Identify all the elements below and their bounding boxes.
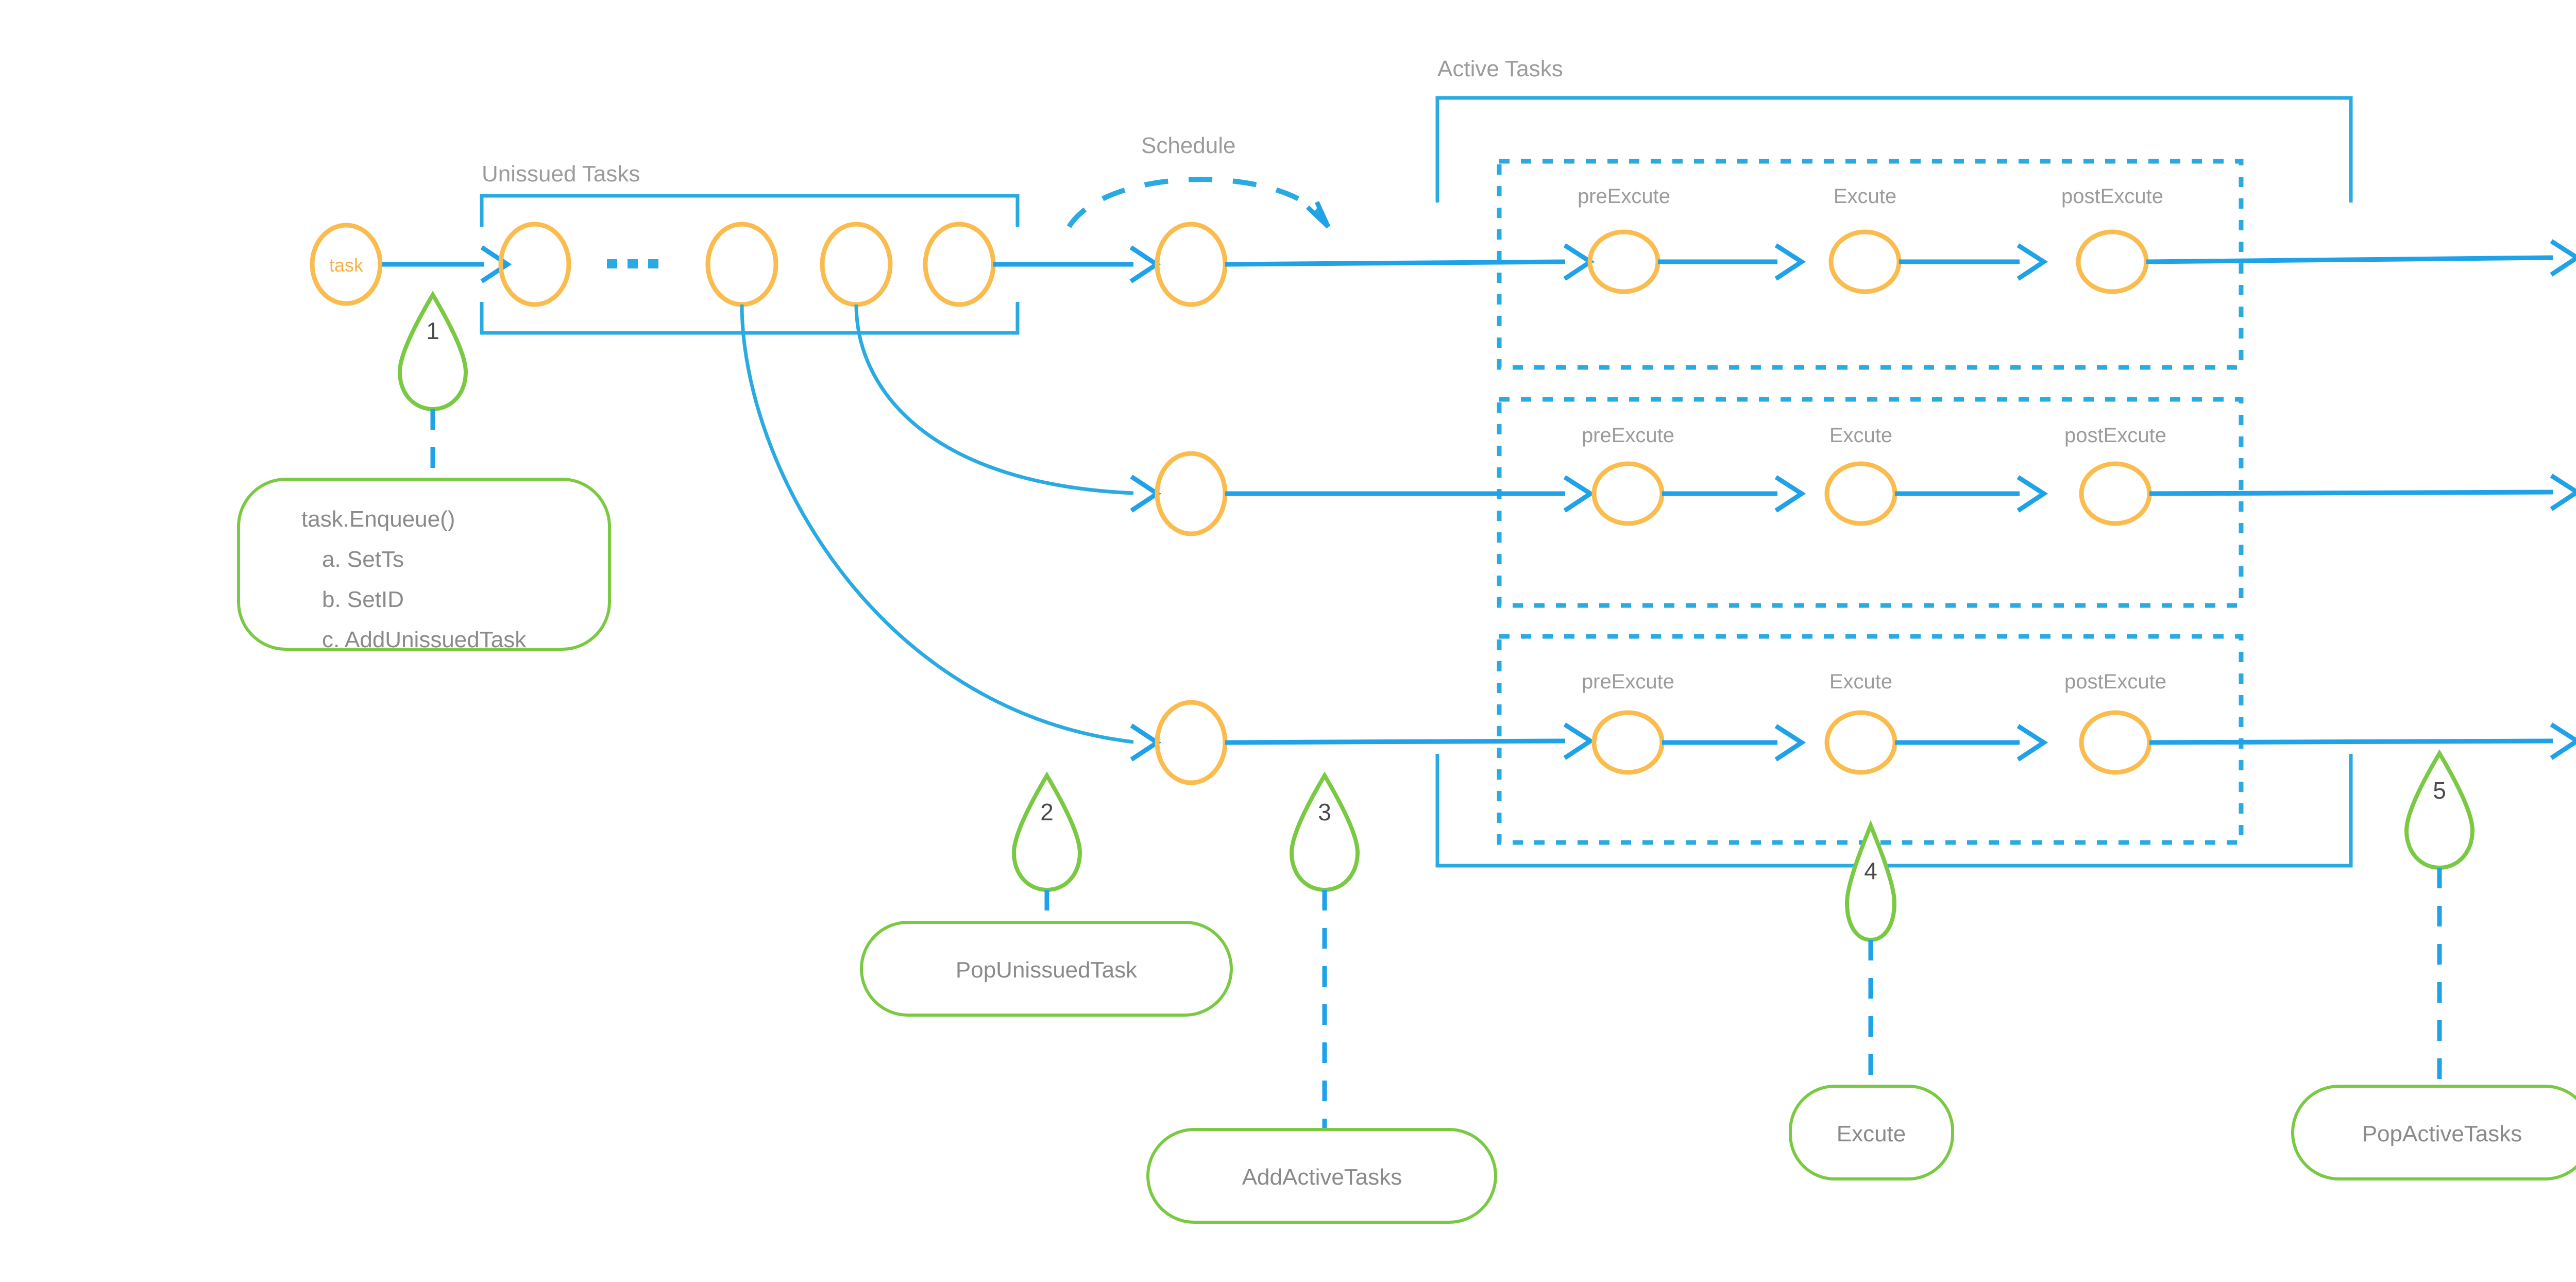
pin-1-number: 1 [426, 317, 439, 344]
pop-unissued-task-callout[interactable]: PopUnissuedTask [860, 921, 1233, 1017]
source-task-node[interactable]: task [310, 223, 383, 306]
active-tasks-bracket [1435, 96, 2353, 868]
row-1: preExcute Excute postExcute [1155, 159, 2576, 370]
arrow-queue-to-row1-start [993, 245, 1161, 283]
row2-postexcute-label: postExcute [2064, 424, 2166, 447]
row3-stage-preexcute[interactable]: preExcute [1582, 670, 1674, 775]
active-tasks-label: Active Tasks [1437, 56, 1563, 81]
task-enqueue-callout[interactable]: task.Enqueue() a. SetTs b. SetID c. AddU… [237, 478, 611, 652]
row3-excute-label: Excute [1829, 670, 1892, 693]
row-3: preExcute Excute postExcute [1155, 634, 2576, 845]
row3-stage-box [1497, 634, 2244, 845]
curve-queue3-to-row2 [854, 304, 1162, 513]
add-active-tasks-label: AddActiveTasks [1242, 1165, 1402, 1190]
add-active-tasks-callout[interactable]: AddActiveTasks [1146, 1128, 1497, 1224]
row3-start-node[interactable] [1155, 700, 1228, 785]
pin-2[interactable]: 2 [1011, 771, 1082, 892]
excute-callout[interactable]: Excute [1789, 1085, 1954, 1180]
row1-stage-preexcute[interactable]: preExcute [1578, 185, 1670, 294]
curve-queue2-to-row3 [740, 304, 1162, 762]
row1-postexcute-label: postExcute [2061, 185, 2163, 208]
queue-node-2[interactable] [705, 222, 778, 307]
row2-stage-postexcute[interactable]: postExcute [2064, 424, 2166, 526]
excute-label: Excute [1837, 1121, 1906, 1146]
queue-node-4[interactable] [923, 222, 996, 307]
row1-stage-postexcute[interactable]: postExcute [2061, 185, 2163, 294]
schedule-arc [1066, 177, 1331, 229]
pin-2-number: 2 [1040, 799, 1054, 825]
enqueue-step-a: a. SetTs [322, 547, 404, 572]
queue-node-1[interactable] [498, 222, 571, 307]
row1-excute-label: Excute [1834, 185, 1896, 208]
row2-stage-box [1497, 397, 2244, 608]
queue-ellipsis [607, 259, 658, 268]
queue-node-3[interactable] [820, 222, 893, 307]
row2-start-node[interactable] [1155, 451, 1228, 536]
pin-4-number: 4 [1864, 857, 1877, 884]
pin-3[interactable]: 3 [1289, 771, 1360, 892]
unissued-tasks-bracket [480, 194, 1020, 335]
row3-postexcute-label: postExcute [2064, 670, 2166, 693]
pop-unissued-task-label: PopUnissuedTask [956, 957, 1138, 983]
pin-1[interactable]: 1 [397, 291, 468, 412]
row3-stage-excute[interactable]: Excute [1824, 670, 1897, 775]
source-task-label: task [329, 255, 364, 276]
pin-3-number: 3 [1318, 799, 1331, 825]
row2-excute-label: Excute [1829, 424, 1892, 447]
row3-stage-postexcute[interactable]: postExcute [2064, 670, 2166, 775]
schedule-label: Schedule [1141, 133, 1235, 158]
arrow-task-to-queue [382, 245, 512, 283]
row2-stage-excute[interactable]: Excute [1824, 424, 1897, 526]
enqueue-step-b: b. SetID [322, 587, 404, 612]
pop-active-tasks-callout[interactable]: PopActiveTasks [2291, 1085, 2576, 1180]
row1-stage-box [1497, 159, 2244, 370]
row1-preexcute-label: preExcute [1578, 185, 1670, 208]
pin-5-number: 5 [2433, 777, 2446, 804]
row3-preexcute-label: preExcute [1582, 670, 1674, 693]
row2-stage-preexcute[interactable]: preExcute [1582, 424, 1674, 526]
row1-stage-excute[interactable]: Excute [1828, 185, 1902, 294]
enqueue-step-c: c. AddUnissuedTask [322, 627, 527, 652]
enqueue-title: task.Enqueue() [301, 507, 455, 532]
unissued-tasks-label: Unissued Tasks [482, 161, 640, 187]
pin-5[interactable]: 5 [2404, 749, 2475, 870]
row2-preexcute-label: preExcute [1582, 424, 1674, 447]
row-2: preExcute Excute postExcute [1155, 397, 2576, 608]
row1-start-node[interactable] [1155, 222, 1228, 307]
pop-active-tasks-label: PopActiveTasks [2362, 1121, 2522, 1146]
